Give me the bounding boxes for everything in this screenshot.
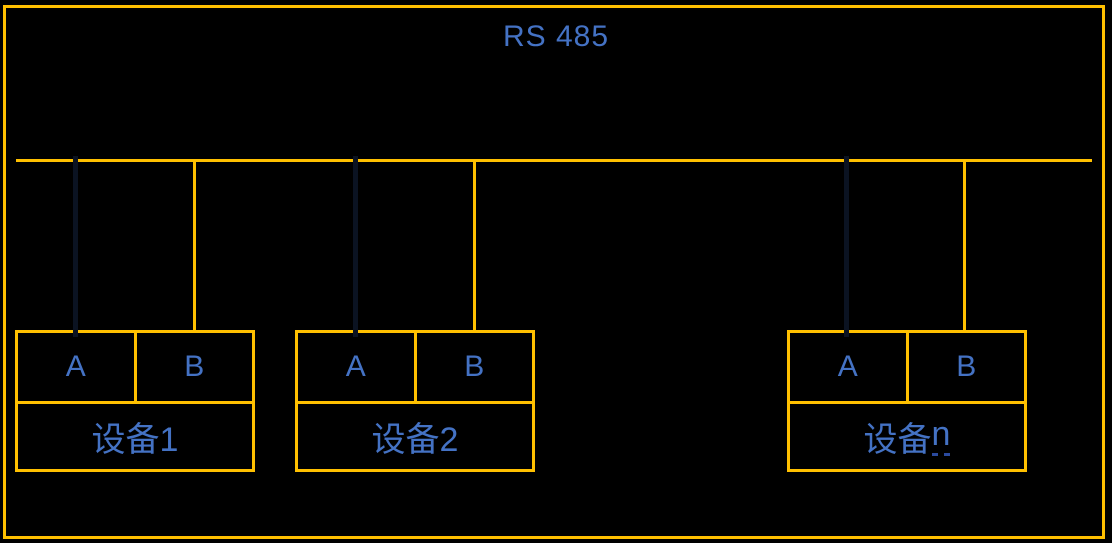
diagram-border (3, 5, 1105, 539)
device-name-label: 设备2 (371, 421, 459, 459)
bus-line (16, 159, 1092, 162)
a-wire-device-2 (353, 156, 358, 337)
b-wire-device-1 (193, 159, 196, 333)
terminal-a-label: A (65, 350, 86, 383)
device-name-label: 设备 (863, 421, 932, 459)
terminal-a-label: A (837, 350, 858, 383)
terminal-a-label: A (345, 350, 366, 383)
terminal-a-cell: A (298, 333, 417, 401)
device-name-row: 设备2 (298, 404, 532, 469)
terminal-row: A B (790, 333, 1024, 404)
terminal-row: A B (18, 333, 252, 404)
terminal-a-cell: A (18, 333, 137, 401)
terminal-b-cell: B (417, 333, 533, 401)
a-wire-device-n (844, 156, 849, 337)
terminal-b-label: B (956, 350, 977, 383)
terminal-b-cell: B (909, 333, 1025, 401)
device-name-suffix: n (931, 416, 951, 456)
b-wire-device-n (963, 159, 966, 333)
device-box-2: A B 设备2 (295, 330, 535, 472)
device-box-1: A B 设备1 (15, 330, 255, 472)
device-name-row: 设备1 (18, 404, 252, 469)
terminal-row: A B (298, 333, 532, 404)
a-wire-device-1 (73, 156, 78, 337)
bus-title: RS 485 (502, 20, 610, 53)
terminal-b-label: B (464, 350, 485, 383)
terminal-a-cell: A (790, 333, 909, 401)
terminal-b-label: B (184, 350, 205, 383)
terminal-b-cell: B (137, 333, 253, 401)
b-wire-device-2 (473, 159, 476, 333)
device-name-label: 设备1 (91, 421, 179, 459)
